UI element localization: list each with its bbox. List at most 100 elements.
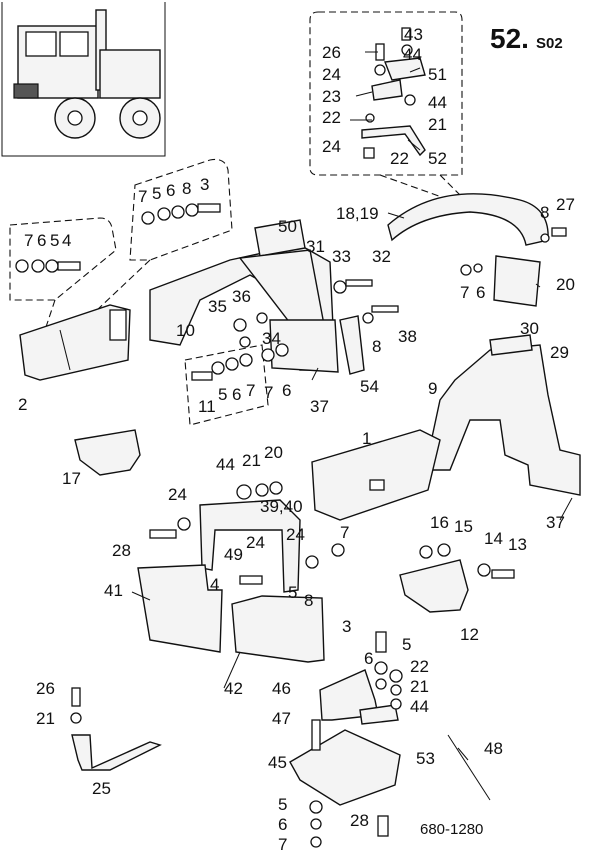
callout-label: 23 bbox=[322, 87, 341, 106]
callout-label: 7 bbox=[278, 835, 287, 854]
callout-label: 6 bbox=[232, 385, 241, 404]
callout-label: 7 bbox=[138, 187, 147, 206]
callout-label: 8 bbox=[304, 591, 313, 610]
truck-inset-illustration bbox=[1, 2, 166, 157]
callout-label: 45 bbox=[268, 753, 287, 772]
callout-label: 14 bbox=[484, 529, 503, 548]
leader-lines bbox=[131, 51, 573, 761]
callout-label: 44 bbox=[428, 93, 447, 112]
callout-label: 33 bbox=[332, 247, 351, 266]
callout-label: 6 bbox=[282, 381, 291, 400]
callout-label: 44 bbox=[403, 45, 422, 64]
callout-label: 24 bbox=[286, 525, 305, 544]
washer-detail-box-left bbox=[9, 217, 117, 301]
callout-label: 6 bbox=[364, 649, 373, 668]
callout-label: 24 bbox=[322, 65, 341, 84]
callout-label: 5 bbox=[50, 231, 59, 250]
callout-label: 9 bbox=[428, 379, 437, 398]
callout-label: 8 bbox=[372, 337, 381, 356]
callout-label: 26 bbox=[322, 43, 341, 62]
mud-flap-part bbox=[493, 255, 541, 307]
section-code: S02 bbox=[536, 35, 563, 52]
callout-label: 49 bbox=[224, 545, 243, 564]
callout-label: 5 bbox=[402, 635, 411, 654]
callout-label: 6 bbox=[476, 283, 485, 302]
fender-panel-part bbox=[311, 429, 441, 521]
callout-label: 7 bbox=[264, 383, 273, 402]
callout-label: 44 bbox=[410, 697, 429, 716]
washer-row-lower bbox=[191, 343, 289, 381]
mounting-frame-part bbox=[149, 481, 345, 593]
callout-label: 5 bbox=[152, 184, 161, 203]
callout-label: 20 bbox=[556, 275, 575, 294]
callout-label: 37 bbox=[546, 513, 565, 532]
callout-label: 24 bbox=[246, 533, 265, 552]
callout-label: 41 bbox=[104, 581, 123, 600]
washer-row-upper bbox=[141, 203, 221, 225]
callout-label: 12 bbox=[460, 625, 479, 644]
callout-label: 21 bbox=[428, 115, 447, 134]
callout-label: 21 bbox=[36, 709, 55, 728]
callout-label: 38 bbox=[398, 327, 417, 346]
callout-label: 5 bbox=[288, 583, 297, 602]
callout-label: 21 bbox=[242, 451, 261, 470]
callout-label: 17 bbox=[62, 469, 81, 488]
callout-label: 6 bbox=[37, 231, 46, 250]
washer-detail-box-lower bbox=[184, 344, 269, 426]
tray-assembly-part bbox=[289, 631, 403, 806]
panel-42-part bbox=[231, 595, 325, 663]
callout-label: 20 bbox=[264, 443, 283, 462]
callout-label: 28 bbox=[112, 541, 131, 560]
callout-label: 22 bbox=[410, 657, 429, 676]
callout-label: 43 bbox=[404, 25, 423, 44]
callout-label: 13 bbox=[508, 535, 527, 554]
callout-labels: 43 26 44 24 51 23 44 22 21 24 22 5 2 18,1… bbox=[18, 25, 575, 854]
callout-label: 7 bbox=[460, 283, 469, 302]
callout-label: 2 bbox=[18, 395, 27, 414]
callout-label: 24 bbox=[322, 137, 341, 156]
callout-label: 46 bbox=[272, 679, 291, 698]
step-17-part bbox=[74, 429, 141, 476]
callout-label: 21 bbox=[410, 677, 429, 696]
bracket-detail-box bbox=[309, 11, 463, 176]
callout-label: 4 bbox=[62, 231, 71, 250]
rod-48-part bbox=[447, 734, 491, 801]
callout-label: 26 bbox=[36, 679, 55, 698]
callout-label: 42 bbox=[224, 679, 243, 698]
callout-label: 22 bbox=[322, 108, 341, 127]
callout-label: 27 bbox=[556, 195, 575, 214]
bracket-54-part bbox=[339, 315, 365, 375]
callout-label: 39,40 bbox=[260, 497, 303, 516]
callout-label: 6 bbox=[278, 815, 287, 834]
callout-label: 5 bbox=[278, 795, 287, 814]
right-bracket-assembly bbox=[424, 334, 581, 496]
callout-label: 37 bbox=[310, 397, 329, 416]
page-number: 52. bbox=[490, 23, 529, 54]
callout-label: 10 bbox=[176, 321, 195, 340]
rear-fender-part bbox=[387, 193, 549, 246]
callout-label: 7 bbox=[24, 231, 33, 250]
rear-bracket-assembly bbox=[149, 219, 399, 373]
callout-label: 28 bbox=[350, 811, 369, 830]
callout-label: 35 bbox=[208, 297, 227, 316]
callout-label: 7 bbox=[340, 523, 349, 542]
callout-label: 22 bbox=[390, 149, 409, 168]
callout-label: 31 bbox=[306, 237, 325, 256]
callout-label: 8 bbox=[182, 179, 191, 198]
callout-label: 18,19 bbox=[336, 204, 379, 223]
callout-label: 51 bbox=[428, 65, 447, 84]
bracket-detail-parts bbox=[361, 27, 426, 159]
drawing-code: 680-1280 bbox=[420, 821, 483, 838]
callout-label: 50 bbox=[278, 217, 297, 236]
callout-label: 48 bbox=[484, 739, 503, 758]
washer-row-left bbox=[15, 259, 81, 273]
callout-label: 32 bbox=[372, 247, 391, 266]
callout-label: 11 bbox=[198, 397, 216, 416]
callout-label: 44 bbox=[216, 455, 235, 474]
callout-label: 47 bbox=[272, 709, 291, 728]
step-12-part bbox=[399, 559, 469, 613]
step-box-part bbox=[19, 304, 131, 381]
callout-label: 8 bbox=[540, 203, 549, 222]
